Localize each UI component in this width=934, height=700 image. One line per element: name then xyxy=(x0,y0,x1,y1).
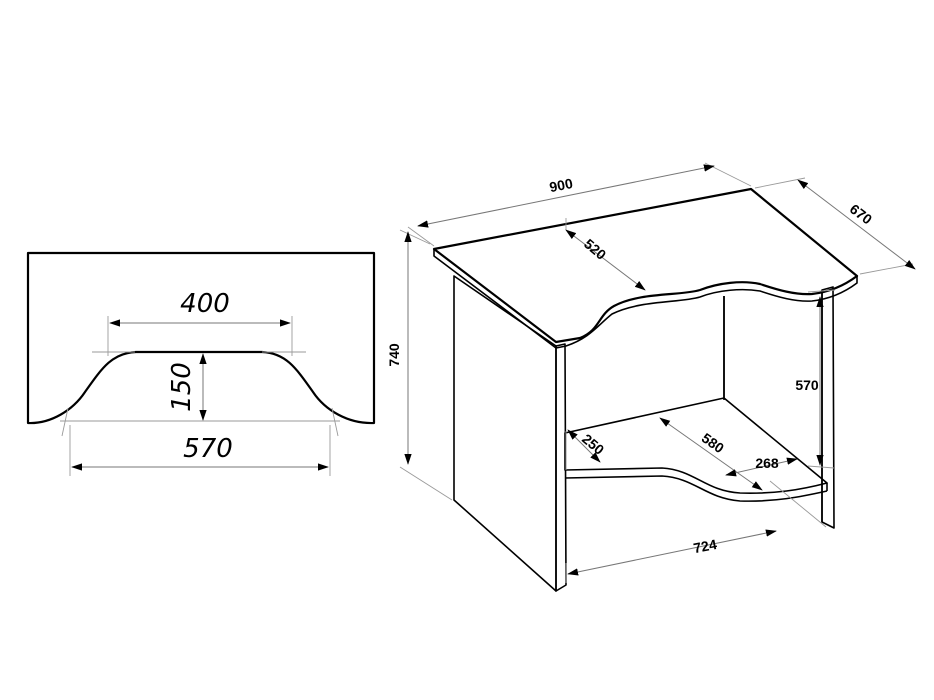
dim-label-580: 580 xyxy=(699,430,727,457)
dim-label-570-cutout: 570 xyxy=(183,434,233,464)
desk-extension-lines xyxy=(399,162,914,583)
dim-label-400: 400 xyxy=(180,289,230,319)
cutout-outline xyxy=(26,251,376,425)
desktop-top xyxy=(432,187,859,349)
dim-line-900 xyxy=(417,164,715,228)
cutout-extension-lines xyxy=(60,316,340,476)
dim-label-724: 724 xyxy=(692,536,718,556)
dim-line-580 xyxy=(659,417,763,491)
desk-isometric-view: 900 670 740 520 570 250 580 268 724 xyxy=(386,162,916,592)
dim-line-250 xyxy=(567,429,601,463)
dim-label-670: 670 xyxy=(847,201,875,228)
dim-label-900: 900 xyxy=(548,175,574,195)
dim-label-740: 740 xyxy=(386,343,402,367)
dim-label-570-leg: 570 xyxy=(795,377,819,393)
dim-line-724 xyxy=(567,529,777,576)
dim-label-268: 268 xyxy=(755,455,779,471)
shelf xyxy=(564,397,828,502)
dim-line-520 xyxy=(565,229,646,291)
dim-line-268 xyxy=(725,457,798,477)
cutout-plan-view: 400 150 570 xyxy=(26,251,376,476)
dim-label-250: 250 xyxy=(579,431,607,458)
dim-label-520: 520 xyxy=(581,236,609,263)
dim-label-150: 150 xyxy=(167,362,197,412)
dim-line-670 xyxy=(797,179,916,270)
left-side-panel xyxy=(453,275,567,592)
